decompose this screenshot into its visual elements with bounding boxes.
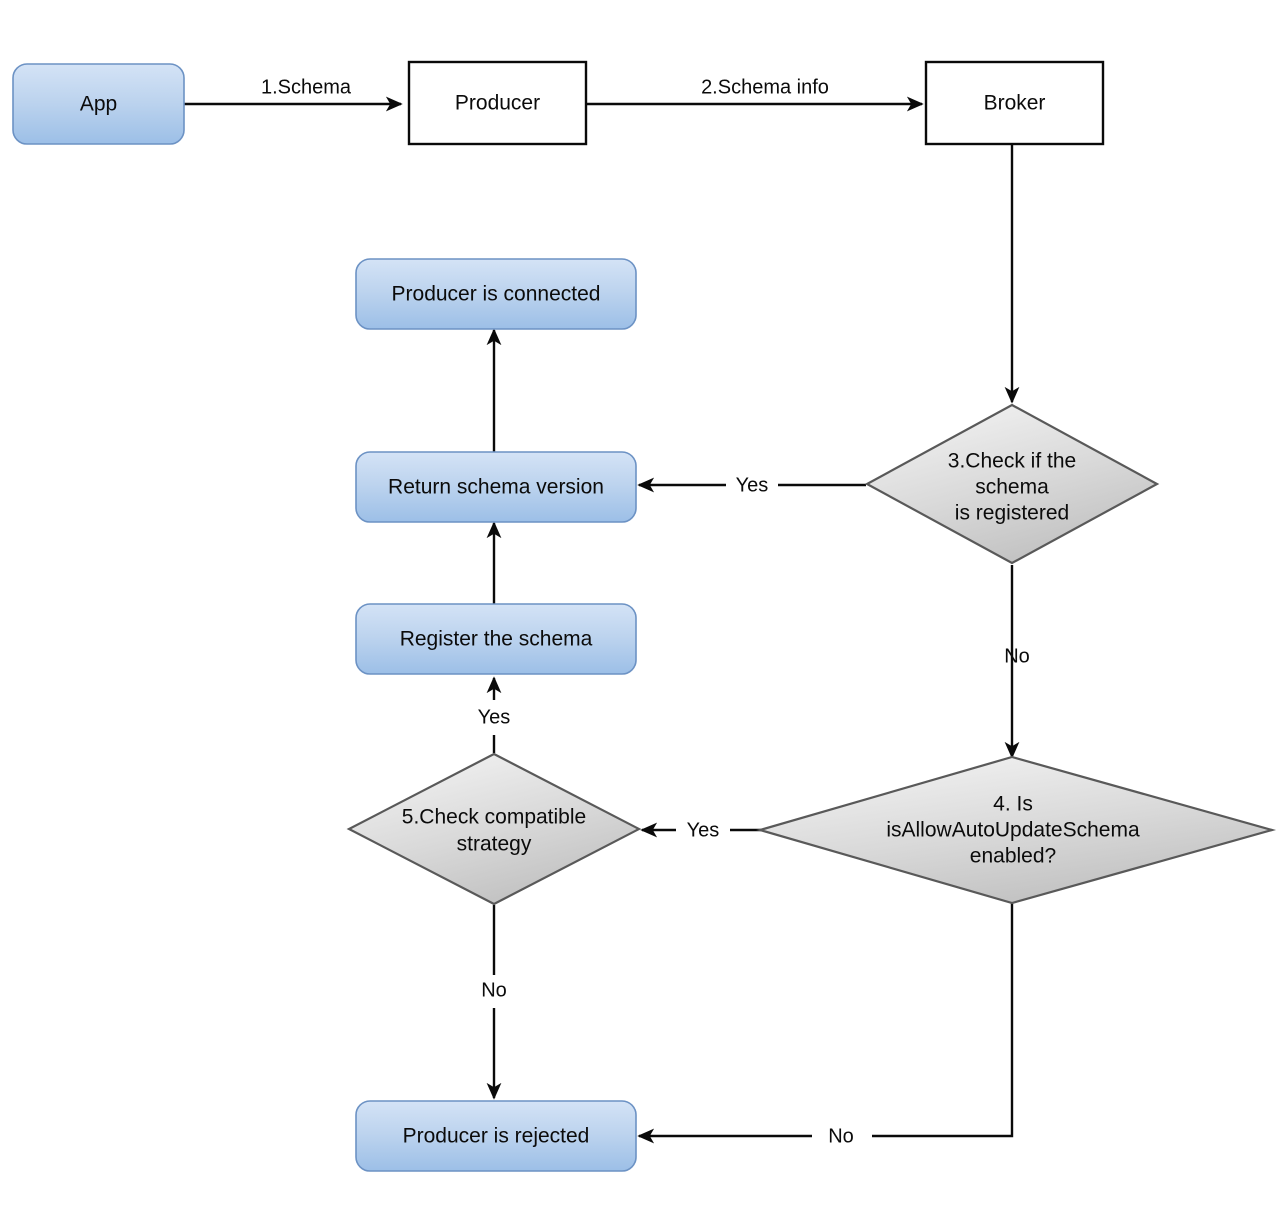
node-label-check-compatible-line2: strategy <box>457 833 532 856</box>
edge-registered-no-to-autoupdate: No <box>1004 565 1030 759</box>
node-return-schema-version[interactable]: Return schema version <box>355 451 637 523</box>
node-check-isallowautoupdateschema[interactable]: 4. Is isAllowAutoUpdateSchema enabled? <box>756 755 1277 905</box>
edge-autoupdate-yes-to-compatible: Yes <box>640 819 762 841</box>
node-register-the-schema[interactable]: Register the schema <box>355 603 637 675</box>
node-check-schema-registered[interactable]: 3.Check if the schema is registered <box>864 403 1160 565</box>
node-label-check-registered-line1: 3.Check if the <box>948 450 1076 473</box>
node-producer[interactable]: Producer <box>407 60 588 146</box>
edge-label-compatible-yes: Yes <box>478 706 511 728</box>
edge-autoupdate-no-to-rejected: No <box>637 903 1014 1147</box>
node-label-check-registered-line3: is registered <box>955 502 1069 525</box>
node-label-register-the-schema: Register the schema <box>400 628 593 651</box>
edge-label-registered-yes: Yes <box>736 474 769 496</box>
edge-app-to-producer: 1.Schema <box>184 76 403 112</box>
edge-label-compatible-no: No <box>481 979 507 1001</box>
edge-registered-yes-to-return: Yes <box>637 474 866 496</box>
node-label-check-autoupdate-line2: isAllowAutoUpdateSchema <box>886 819 1140 842</box>
node-producer-rejected[interactable]: Producer is rejected <box>355 1100 637 1172</box>
node-broker[interactable]: Broker <box>924 60 1105 146</box>
node-label-broker: Broker <box>984 92 1046 115</box>
edge-compatible-yes-to-register: Yes <box>478 676 511 753</box>
edge-label-autoupdate-yes: Yes <box>687 819 720 841</box>
node-app[interactable]: App <box>12 63 185 145</box>
edge-label-registered-no: No <box>1004 645 1030 667</box>
edge-label-autoupdate-no: No <box>828 1125 854 1147</box>
node-label-producer-connected: Producer is connected <box>392 283 601 306</box>
edge-label-2-schema-info: 2.Schema info <box>701 76 829 98</box>
node-label-producer-rejected: Producer is rejected <box>403 1125 590 1148</box>
node-label-check-registered-line2: schema <box>975 476 1049 499</box>
node-check-compatible-strategy[interactable]: 5.Check compatible strategy <box>346 752 642 906</box>
edge-label-1-schema: 1.Schema <box>261 76 352 98</box>
node-producer-connected[interactable]: Producer is connected <box>355 258 637 330</box>
node-label-check-autoupdate-line3: enabled? <box>970 845 1056 868</box>
node-label-check-autoupdate-line1: 4. Is <box>993 793 1033 816</box>
edge-producer-to-broker: 2.Schema info <box>586 76 924 112</box>
edge-compatible-no-to-rejected: No <box>481 905 507 1100</box>
node-label-return-schema-version: Return schema version <box>388 476 604 499</box>
node-label-producer: Producer <box>455 92 540 115</box>
node-label-check-compatible-line1: 5.Check compatible <box>402 806 586 829</box>
node-label-app: App <box>80 93 117 116</box>
